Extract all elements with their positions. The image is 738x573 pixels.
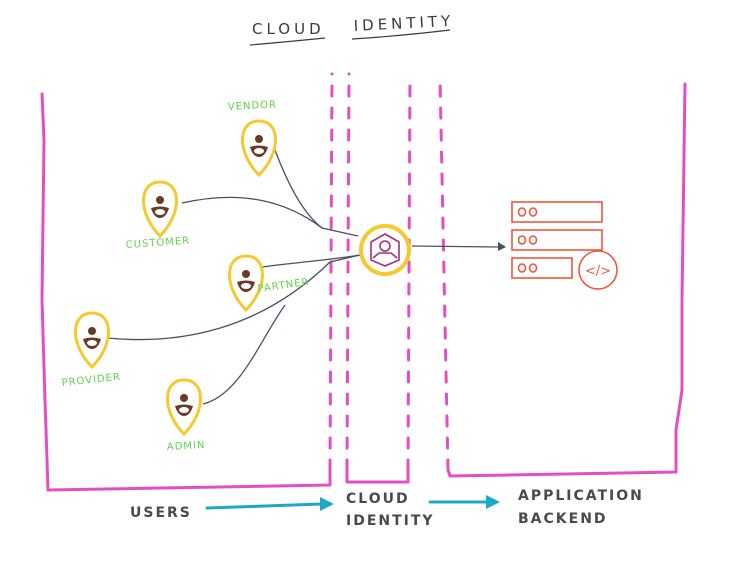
user-label-customer: CUSTOMER — [125, 236, 190, 251]
person-head-icon — [242, 270, 250, 278]
server-rack-3 — [511, 257, 573, 279]
user-partner[interactable]: PARTNER — [228, 254, 311, 313]
flow-arrowhead-icon — [486, 495, 500, 509]
title-underline-left — [249, 37, 326, 46]
user-label-partner: PARTNER — [257, 277, 310, 295]
person-head-icon — [156, 196, 164, 204]
code-icon: </> — [578, 250, 618, 290]
backend-zone-boundary — [446, 82, 687, 478]
server-rack-1 — [511, 201, 603, 223]
person-body-highlight — [254, 148, 264, 154]
connector-provider — [107, 254, 361, 341]
user-vendor[interactable]: VENDOR — [228, 99, 278, 178]
identity-zone-boundary — [345, 468, 410, 484]
identity-hexagon-user-icon — [370, 233, 400, 267]
user-label-admin: ADMIN — [167, 440, 206, 453]
connector-identity-to-backend — [411, 245, 499, 248]
flow-legend: USERS CLOUD IDENTITY APPLICATION BACKEND — [130, 488, 644, 529]
diagram-title: CLOUD IDENTITY — [249, 12, 455, 46]
flow-label-identity-line2: IDENTITY — [346, 513, 435, 529]
backend-zone-dashed-edge — [438, 76, 450, 472]
user-admin[interactable]: ADMIN — [166, 378, 206, 453]
person-body-highlight — [179, 407, 189, 413]
user-customer[interactable]: CUSTOMER — [125, 180, 191, 251]
code-badge-text: </> — [585, 264, 611, 279]
connector-admin — [202, 304, 286, 405]
connector-customer — [181, 196, 323, 229]
person-head-icon — [88, 327, 96, 335]
flow-label-identity-line1: CLOUD — [346, 491, 410, 507]
title-word-identity: IDENTITY — [353, 12, 454, 35]
person-head-icon — [255, 135, 263, 143]
identity-provider-ring — [359, 224, 411, 276]
title-underline-right — [351, 29, 451, 40]
flow-label-backend-line1: APPLICATION — [518, 488, 644, 504]
person-body-highlight — [87, 340, 97, 346]
server-stack-icon: </> — [511, 201, 618, 290]
flow-arrow-users-to-identity — [205, 502, 324, 510]
flow-label-users: USERS — [130, 505, 192, 521]
users-zone-boundary — [40, 92, 332, 492]
user-provider[interactable]: PROVIDER — [61, 311, 121, 389]
user-label-vendor: VENDOR — [228, 99, 278, 113]
identity-zone-dashed-right — [406, 74, 412, 472]
person-head-icon — [180, 394, 188, 402]
identity-zone-dashed-left — [345, 72, 351, 472]
person-body-highlight — [241, 283, 251, 289]
user-label-provider: PROVIDER — [61, 372, 121, 389]
server-rack-2 — [511, 229, 603, 251]
person-body-highlight — [155, 209, 165, 215]
users-zone-dashed-edge — [328, 72, 334, 472]
identity-provider[interactable] — [359, 224, 411, 276]
title-word-cloud: CLOUD — [252, 20, 325, 38]
users-layer: VENDOR CUSTOMER PARTNER PROVIDER ADMIN — [61, 99, 310, 453]
flow-label-backend-line2: BACKEND — [518, 511, 608, 527]
connector-vendor — [274, 149, 359, 237]
connector-partner — [261, 254, 361, 268]
arrowhead-icon — [498, 242, 506, 251]
flow-arrowhead-icon — [320, 497, 334, 511]
connectors — [107, 149, 506, 405]
